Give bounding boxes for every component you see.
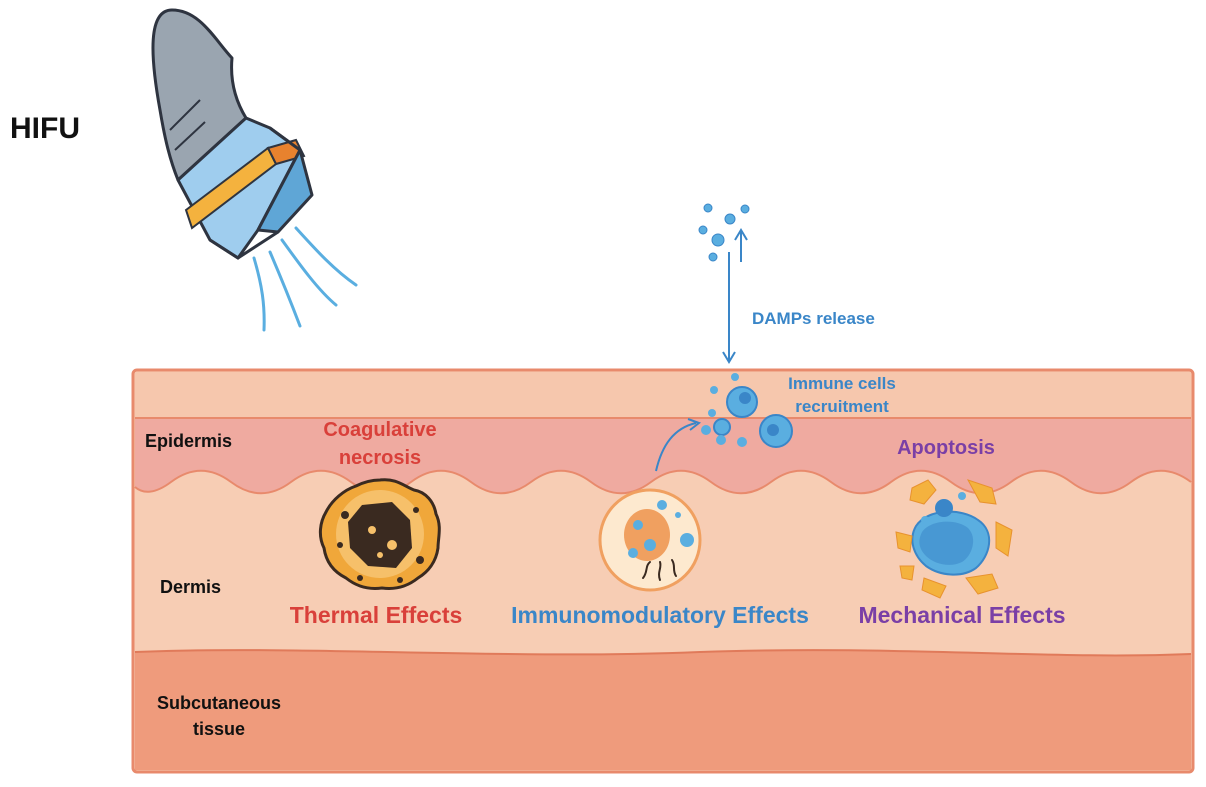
layer-label-dermis: Dermis bbox=[160, 577, 222, 597]
apoptosis-label: Apoptosis bbox=[897, 437, 995, 459]
layer-label-epidermis: Epidermis bbox=[145, 431, 233, 451]
mechanical-effects-label: Mechanical Effects bbox=[858, 602, 1066, 628]
apoptotic-cell-icon bbox=[895, 479, 1013, 599]
immunomodulatory-effects-label: Immunomodulatory Effects bbox=[511, 602, 809, 628]
damps-arrows bbox=[722, 228, 748, 364]
hifu-transducer-icon bbox=[151, 8, 314, 260]
ultrasound-waves bbox=[252, 226, 358, 332]
damps-release-label: DAMPs release bbox=[752, 309, 875, 328]
thermal-effects-label: Thermal Effects bbox=[289, 602, 463, 628]
recruitment-arrow bbox=[655, 422, 697, 472]
epidermis-layer bbox=[135, 418, 1191, 494]
hifu-label: HIFU bbox=[10, 112, 80, 145]
immune-stimulated-cell-icon bbox=[598, 488, 702, 592]
skin-surface-layer bbox=[135, 372, 1191, 418]
layer-label-subcutaneous: Subcutaneous tissue bbox=[156, 693, 281, 739]
subcutaneous-layer bbox=[135, 650, 1191, 770]
subcutaneous-border bbox=[134, 649, 1192, 657]
damps-particles bbox=[698, 203, 750, 262]
necrotic-cell-icon bbox=[318, 478, 441, 590]
recruitment-arrowhead bbox=[687, 418, 702, 431]
immune-cells bbox=[701, 373, 793, 448]
coagulative-necrosis-label: Coagulative necrosis bbox=[323, 419, 437, 469]
epidermis-wavy-border bbox=[134, 469, 1192, 495]
immune-cells-recruitment-label: Immune cells recruitment bbox=[788, 374, 896, 416]
